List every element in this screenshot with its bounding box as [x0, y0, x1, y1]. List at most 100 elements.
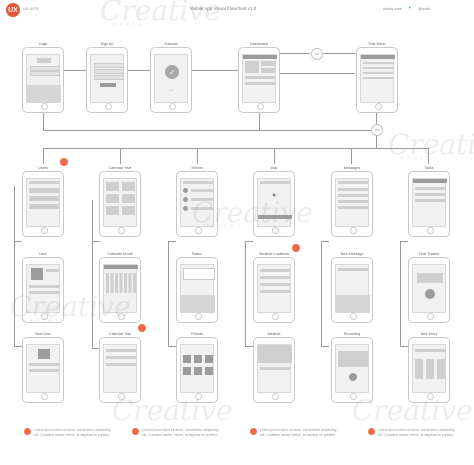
- message-row[interactable]: [338, 200, 368, 203]
- event-row[interactable]: [106, 363, 136, 366]
- location-row[interactable]: [260, 283, 290, 286]
- connector-line: [168, 346, 176, 347]
- month-header: [104, 265, 138, 269]
- map-toolbar[interactable]: [258, 215, 292, 219]
- watermark-sub: MARKET: [400, 156, 439, 162]
- password-field[interactable]: [30, 71, 60, 76]
- menu-item[interactable]: [363, 67, 393, 69]
- screen-calendar-day[interactable]: [99, 337, 141, 403]
- friend-tile[interactable]: [183, 355, 191, 363]
- screen-login[interactable]: [22, 47, 64, 113]
- screen-calendar-year[interactable]: [99, 171, 141, 237]
- connector-line: [43, 108, 44, 130]
- field[interactable]: [29, 369, 59, 372]
- twitter-handle-link[interactable]: @uxkit: [418, 6, 431, 11]
- screen-signup[interactable]: [86, 47, 128, 113]
- task-row[interactable]: [415, 193, 445, 196]
- search-bar[interactable]: [260, 181, 290, 184]
- arrow-right-icon[interactable]: →: [168, 87, 174, 93]
- month-grid[interactable]: [106, 273, 136, 293]
- post-row[interactable]: [191, 207, 213, 210]
- field[interactable]: [94, 69, 124, 74]
- event-row[interactable]: [106, 349, 136, 352]
- screen-stream[interactable]: [176, 171, 218, 237]
- screen-label-time-tracker: Time Tracker: [418, 252, 440, 256]
- post-row[interactable]: [191, 198, 213, 201]
- month-cell[interactable]: [122, 182, 135, 191]
- month-cell[interactable]: [106, 206, 119, 215]
- status-input[interactable]: [183, 268, 215, 280]
- location-row[interactable]: [260, 276, 290, 279]
- month-cell[interactable]: [106, 182, 119, 191]
- message-row[interactable]: [338, 188, 368, 191]
- month-cell[interactable]: [122, 194, 135, 203]
- search-bar[interactable]: [338, 181, 368, 184]
- avatar: [183, 206, 188, 211]
- submit-button[interactable]: [100, 83, 116, 87]
- user-row[interactable]: [29, 196, 59, 201]
- screen-users[interactable]: [22, 171, 64, 237]
- map-pin-icon[interactable]: ●: [272, 192, 277, 199]
- message-row[interactable]: [338, 194, 368, 197]
- home-button: [117, 393, 125, 400]
- screen-friends[interactable]: [176, 337, 218, 403]
- keyboard[interactable]: [27, 85, 61, 103]
- screen-new-entry[interactable]: [408, 337, 450, 403]
- search-bar[interactable]: [29, 181, 59, 184]
- friend-tile[interactable]: [183, 367, 191, 375]
- field[interactable]: [415, 349, 445, 352]
- menu-item[interactable]: [363, 77, 393, 79]
- screen-map[interactable]: ●: [253, 171, 295, 237]
- record-button[interactable]: [349, 373, 357, 381]
- field[interactable]: [29, 363, 59, 366]
- number-pad[interactable]: [415, 359, 445, 379]
- message-row[interactable]: [338, 206, 368, 209]
- friend-tile[interactable]: [194, 367, 202, 375]
- screen-new-message[interactable]: [331, 257, 373, 323]
- field[interactable]: [94, 75, 124, 80]
- location-row[interactable]: [260, 290, 290, 293]
- month-cell[interactable]: [106, 194, 119, 203]
- screen-tasks[interactable]: [408, 171, 450, 237]
- menu-item[interactable]: [363, 72, 393, 74]
- task-row[interactable]: [415, 199, 445, 202]
- keyboard[interactable]: [336, 295, 370, 313]
- search-bar[interactable]: [183, 181, 213, 184]
- play-button[interactable]: [425, 289, 435, 299]
- photo-placeholder[interactable]: [38, 349, 50, 359]
- stat-block: [261, 61, 275, 66]
- event-row[interactable]: [106, 356, 136, 359]
- recipient-field[interactable]: [338, 268, 368, 271]
- connector-line: [64, 70, 86, 71]
- screen-dashboard[interactable]: [238, 47, 280, 113]
- home-button: [40, 393, 48, 400]
- screen-messages[interactable]: [331, 171, 373, 237]
- site-link[interactable]: uxkits.com: [383, 6, 402, 11]
- page-title: Mobile App Visual Flowchart v1.0: [190, 6, 256, 11]
- screen-calendar-month[interactable]: [99, 257, 141, 323]
- note-text: Lorem ipsum dolor sit amet, consectetur …: [34, 428, 111, 437]
- task-row[interactable]: [415, 187, 445, 190]
- keyboard[interactable]: [181, 295, 215, 313]
- username-field[interactable]: [30, 66, 60, 71]
- friend-tile[interactable]: [205, 355, 213, 363]
- friend-tile[interactable]: [194, 355, 202, 363]
- user-row[interactable]: [29, 204, 59, 209]
- screen-weather-locations[interactable]: [253, 257, 295, 323]
- screen-new-user[interactable]: [22, 337, 64, 403]
- post-row[interactable]: [191, 189, 213, 192]
- screen-success[interactable]: ✓ →: [150, 47, 192, 113]
- screen-user[interactable]: [22, 257, 64, 323]
- location-row[interactable]: [260, 269, 290, 272]
- screen-status[interactable]: [176, 257, 218, 323]
- user-row[interactable]: [29, 188, 59, 193]
- screen-label-calendar-day: Calendar Day: [109, 332, 131, 336]
- month-cell[interactable]: [122, 206, 135, 215]
- screen-time-tracker[interactable]: [408, 257, 450, 323]
- screen-side-menu[interactable]: [356, 47, 398, 113]
- screen-weather[interactable]: [253, 337, 295, 403]
- screen-recording[interactable]: [331, 337, 373, 403]
- friend-tile[interactable]: [205, 367, 213, 375]
- field[interactable]: [94, 63, 124, 68]
- menu-item[interactable]: [363, 62, 393, 64]
